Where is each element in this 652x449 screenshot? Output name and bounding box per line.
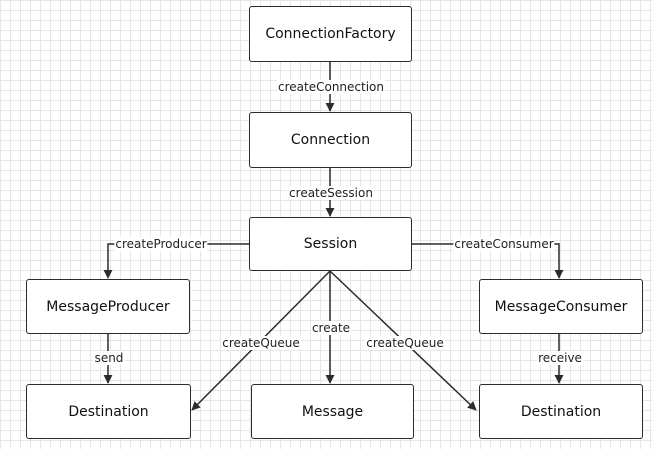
node-message-producer: MessageProducer [26,279,190,334]
edge-label-create-producer: createProducer [114,237,208,251]
node-session: Session [249,217,412,271]
node-session-label: Session [303,236,358,252]
edge-label-send: send [93,351,125,365]
node-message-label: Message [301,403,364,420]
edge-label-create-session: createSession [288,186,374,200]
node-message: Message [251,384,414,439]
node-message-consumer: MessageConsumer [479,279,643,334]
node-message-consumer-label: MessageConsumer [494,298,628,315]
node-destination-right-label: Destination [520,403,602,420]
edge-label-create-connection: createConnection [277,80,385,94]
edge-label-create-queue-right: createQueue [365,336,445,350]
edge-label-create-queue-left: createQueue [221,336,301,350]
edge-label-receive: receive [537,351,583,365]
node-destination-left: Destination [26,384,191,439]
node-connection: Connection [249,112,412,168]
node-message-producer-label: MessageProducer [46,298,170,315]
node-connection-factory-label: ConnectionFactory [265,26,396,42]
node-connection-label: Connection [290,132,371,148]
node-connection-factory: ConnectionFactory [249,6,412,62]
edge-label-create-consumer: createConsumer [453,237,555,251]
edge-label-create: create [310,321,352,335]
node-destination-left-label: Destination [68,403,149,420]
node-destination-right: Destination [479,384,643,439]
